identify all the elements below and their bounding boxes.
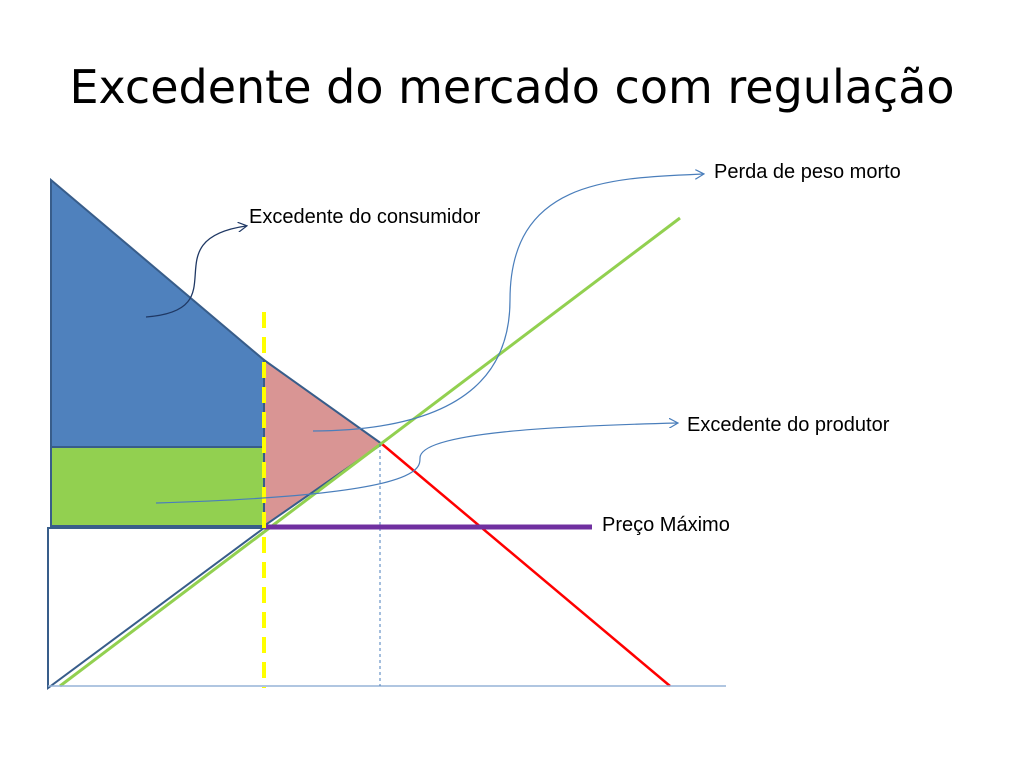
demand-line [381,443,671,687]
slide-title: Excedente do mercado com regulação [69,60,955,114]
producer-surplus-callout [155,423,677,504]
deadweight-loss-area [263,358,384,528]
producer-surplus-label: Excedente do produtor [687,414,890,436]
producer-surplus-area [50,446,265,527]
lower-triangle-outline [47,527,268,690]
consumer-surplus-area [50,177,265,448]
consumer-surplus-label: Excedente do consumidor [249,206,481,228]
consumer-surplus-callout [145,226,246,318]
deadweight-loss-label: Perda de peso morto [714,161,901,183]
price-ceiling-label: Preço Máximo [602,514,730,536]
deadweight-loss-callout [312,174,703,432]
supply-line [59,216,681,688]
